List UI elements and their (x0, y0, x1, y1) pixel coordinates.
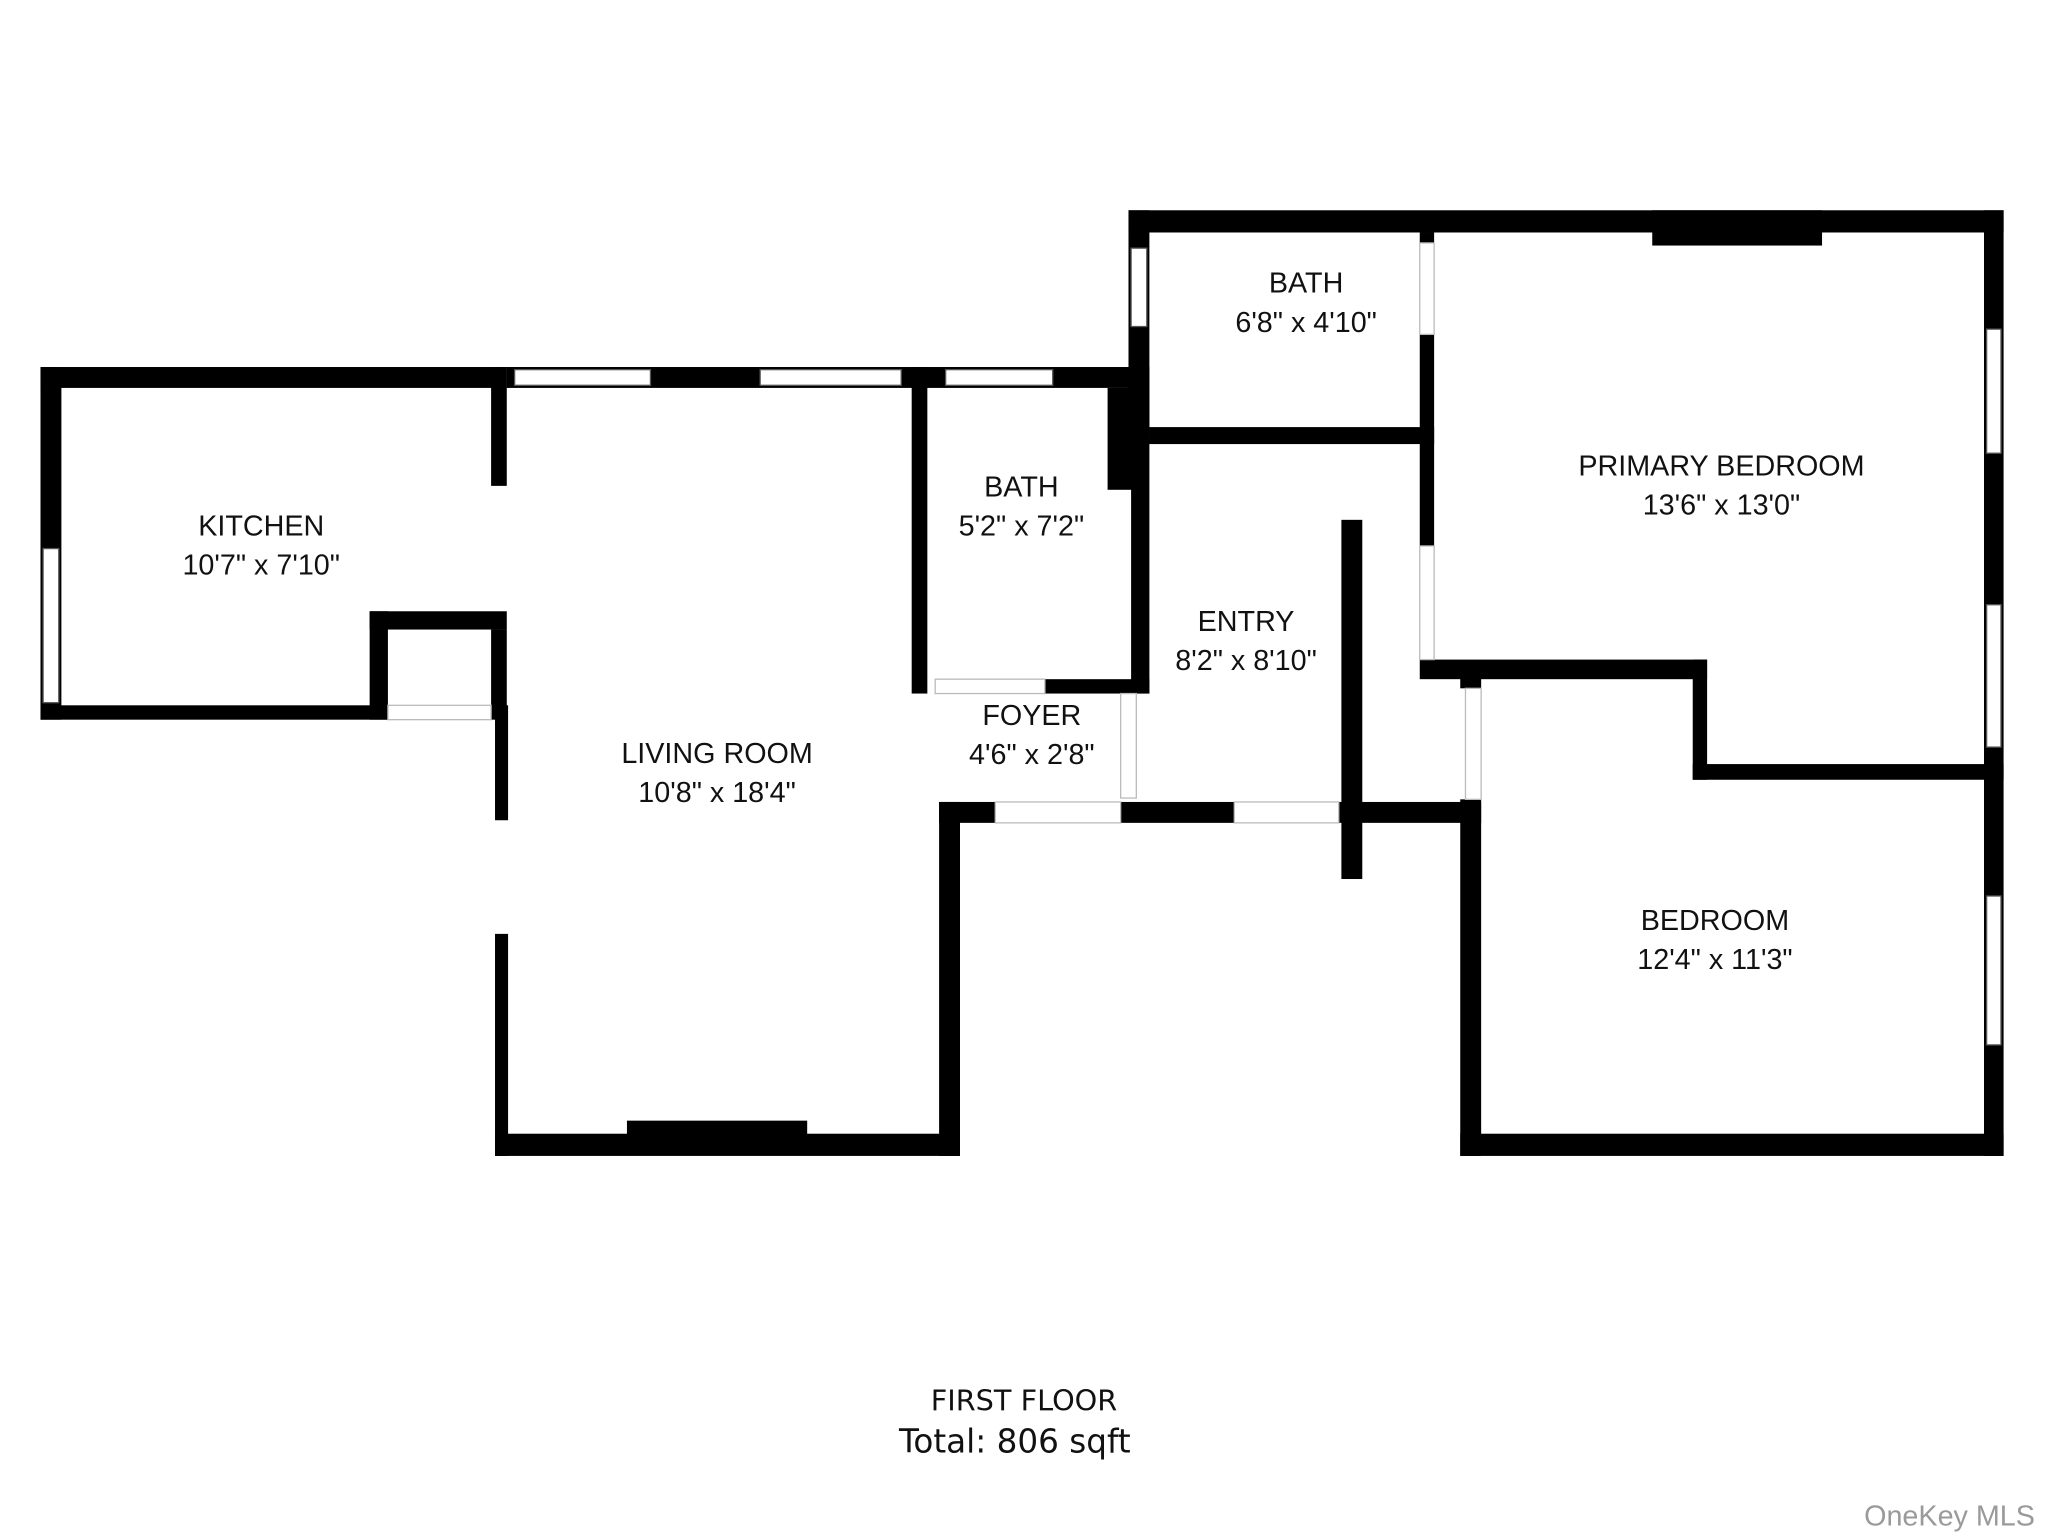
room-entry: ENTRY 8'2" x 8'10" (1175, 606, 1317, 677)
room-dims: 5'2" x 7'2" (959, 511, 1085, 543)
room-name: BATH (984, 471, 1058, 503)
room-name: KITCHEN (198, 511, 324, 543)
room-dims: 10'7" x 7'10" (182, 550, 340, 582)
room-name: ENTRY (1198, 606, 1295, 638)
walls (40, 210, 2004, 1156)
door-openings (387, 242, 1482, 824)
room-name: BATH (1269, 268, 1343, 300)
room-name: BEDROOM (1641, 905, 1789, 937)
room-name: FOYER (982, 700, 1081, 732)
room-dims: 8'2" x 8'10" (1175, 645, 1317, 677)
floor-label: FIRST FLOOR (931, 1384, 1118, 1418)
room-dims: 6'8" x 4'10" (1235, 307, 1377, 339)
room-dims: 10'8" x 18'4" (638, 777, 796, 809)
entry-divider-wall (1341, 519, 1363, 880)
room-kitchen: KITCHEN 10'7" x 7'10" (182, 511, 340, 582)
room-name: PRIMARY BEDROOM (1578, 450, 1864, 482)
room-name: LIVING ROOM (621, 738, 812, 770)
windows (42, 247, 2002, 1046)
room-living-room: LIVING ROOM 10'8" x 18'4" (621, 738, 812, 809)
room-bath-1: BATH 5'2" x 7'2" (959, 471, 1085, 542)
room-dims: 4'6" x 2'8" (969, 739, 1095, 771)
room-foyer: FOYER 4'6" x 2'8" (969, 700, 1095, 771)
room-bedroom: BEDROOM 12'4" x 11'3" (1637, 905, 1792, 976)
watermark: OneKey MLS (1864, 1501, 2035, 1533)
room-dims: 12'4" x 11'3" (1637, 944, 1792, 976)
room-dims: 13'6" x 13'0" (1643, 490, 1801, 522)
room-primary-bedroom: PRIMARY BEDROOM 13'6" x 13'0" (1578, 450, 1864, 521)
room-bath-2: BATH 6'8" x 4'10" (1235, 268, 1377, 339)
total-area: Total: 806 sqft (898, 1422, 1131, 1460)
